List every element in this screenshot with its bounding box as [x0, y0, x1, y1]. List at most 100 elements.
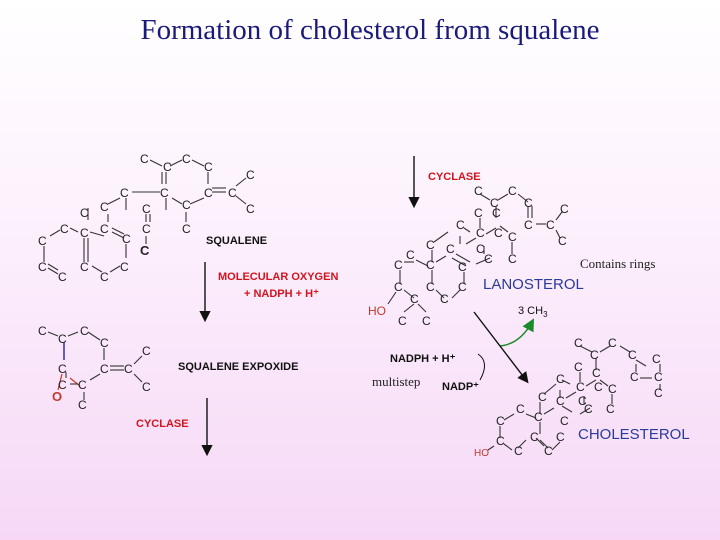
cholesterol-structure	[487, 345, 661, 451]
carbon-atom: C	[100, 336, 109, 350]
carbon-atom: C	[142, 344, 151, 358]
label-cyclase-bottom: CYCLASE	[136, 418, 189, 430]
carbon-atom: C	[484, 252, 493, 266]
carbon-atom: C	[476, 226, 485, 240]
carbon-atom: C	[122, 232, 131, 246]
carbon-atom: C	[508, 230, 517, 244]
carbon-atom: C	[590, 348, 599, 362]
carbon-atom: C	[204, 160, 213, 174]
carbon-atom: C	[560, 414, 569, 428]
carbon-atom: C	[163, 160, 172, 174]
carbon-atom: C	[534, 410, 543, 424]
note-contains-rings: Contains rings	[580, 256, 655, 271]
carbon-atom: C	[556, 394, 565, 408]
carbon-atom: C	[544, 444, 553, 458]
carbon-atom: C	[124, 362, 133, 376]
carbon-atom: C	[524, 196, 533, 210]
carbon-atom: C	[514, 444, 523, 458]
carbon-atom: C	[556, 430, 565, 444]
carbon-atom: C	[422, 314, 431, 328]
carbon-atom: C	[574, 360, 583, 374]
carbon-atom: C	[592, 366, 601, 380]
carbon-atom: C	[558, 234, 567, 248]
label-squalene-epoxide: SQUALENE EXPOXIDE	[178, 361, 298, 373]
carbon-atom: C	[120, 186, 129, 200]
note-multistep: multistep	[372, 374, 420, 389]
carbon-atom: C	[574, 336, 583, 350]
carbon-atom: C	[576, 380, 585, 394]
carbon-atom: C	[608, 336, 617, 350]
arrow-lanosterol-to-cholesterol	[473, 311, 529, 384]
carbon-atom: C	[182, 152, 191, 166]
carbon-atom: C	[120, 260, 129, 274]
cholesterol-hydroxyl: HO	[474, 448, 489, 459]
carbon-atom: C	[38, 324, 47, 338]
carbon-atom: C	[80, 226, 89, 240]
label-cholesterol: CHOLESTEROL	[578, 426, 690, 443]
carbon-atom: C	[426, 280, 435, 294]
label-nadph: NADPH + H⁺	[390, 353, 456, 365]
carbon-atom: C	[474, 184, 483, 198]
label-nadph-oxygen: + NADPH + H⁺	[244, 288, 319, 300]
carbon-atom: C	[78, 398, 87, 412]
carbon-atom: C	[140, 243, 150, 258]
carbon-atom: C	[80, 324, 89, 338]
carbon-atom: C	[496, 414, 505, 428]
carbon-atom: C	[492, 206, 501, 220]
lanosterol-hydroxyl: HO	[368, 304, 386, 318]
carbon-atom: C	[58, 362, 67, 376]
carbon-atom: C	[458, 280, 467, 294]
carbon-atom: C	[58, 378, 67, 392]
carbon-atom: C	[246, 168, 255, 182]
carbon-atom: C	[584, 402, 593, 416]
squalene-epoxide-structure	[47, 331, 143, 400]
carbon-atom: C	[142, 222, 151, 236]
carbon-atom: C	[458, 260, 467, 274]
carbon-atom: C	[78, 378, 87, 392]
carbon-atom: C	[100, 222, 109, 236]
carbon-atom: C	[246, 202, 255, 216]
carbon-atom: C	[652, 352, 661, 366]
carbon-atom: C	[446, 242, 455, 256]
carbon-atom: C	[394, 258, 403, 272]
carbon-atom: C	[410, 292, 419, 306]
carbon-atom: C	[426, 258, 435, 272]
carbon-atom: C	[524, 218, 533, 232]
carbon-atom: C	[556, 372, 565, 386]
label-lanosterol: LANOSTEROL	[483, 276, 584, 293]
carbon-atom: C	[530, 430, 539, 444]
carbon-atom: C	[516, 402, 525, 416]
carbon-atom: C	[394, 280, 403, 294]
carbon-atom: C	[100, 200, 109, 214]
carbon-atom: C	[474, 206, 483, 220]
carbon-atom: C	[80, 260, 89, 274]
carbon-atom: C	[142, 380, 151, 394]
carbon-atom: C	[606, 402, 615, 416]
carbon-atom: C	[628, 348, 637, 362]
carbon-atom: C	[456, 218, 465, 232]
carbon-atom: C	[578, 394, 587, 408]
carbon-atom: C	[406, 248, 415, 262]
carbon-atom: C	[160, 186, 169, 200]
carbon-atom: C	[58, 270, 67, 284]
carbon-atom: C	[142, 202, 151, 216]
carbon-atom: C	[490, 196, 499, 210]
label-molecular-oxygen: MOLECULAR OXYGEN	[218, 271, 338, 283]
carbon-atom: C	[654, 370, 663, 384]
carbon-atom: C	[100, 270, 109, 284]
carbon-atom: C	[560, 202, 569, 216]
carbon-atom: C	[494, 226, 503, 240]
carbon-atom: C	[182, 222, 191, 236]
epoxide-oxygen: O	[52, 389, 62, 404]
carbon-atom: C	[398, 314, 407, 328]
label-cyclase-top: CYCLASE	[428, 171, 481, 183]
carbon-atom: C	[594, 380, 603, 394]
arrow-methyl-release	[499, 318, 535, 347]
lanosterol-structure	[387, 193, 563, 313]
carbon-atom: C	[440, 292, 449, 306]
carbon-atom: C	[426, 238, 435, 252]
carbon-atom: C	[140, 152, 149, 166]
carbon-atom: C	[38, 234, 47, 248]
carbon-atom: C	[80, 206, 89, 220]
